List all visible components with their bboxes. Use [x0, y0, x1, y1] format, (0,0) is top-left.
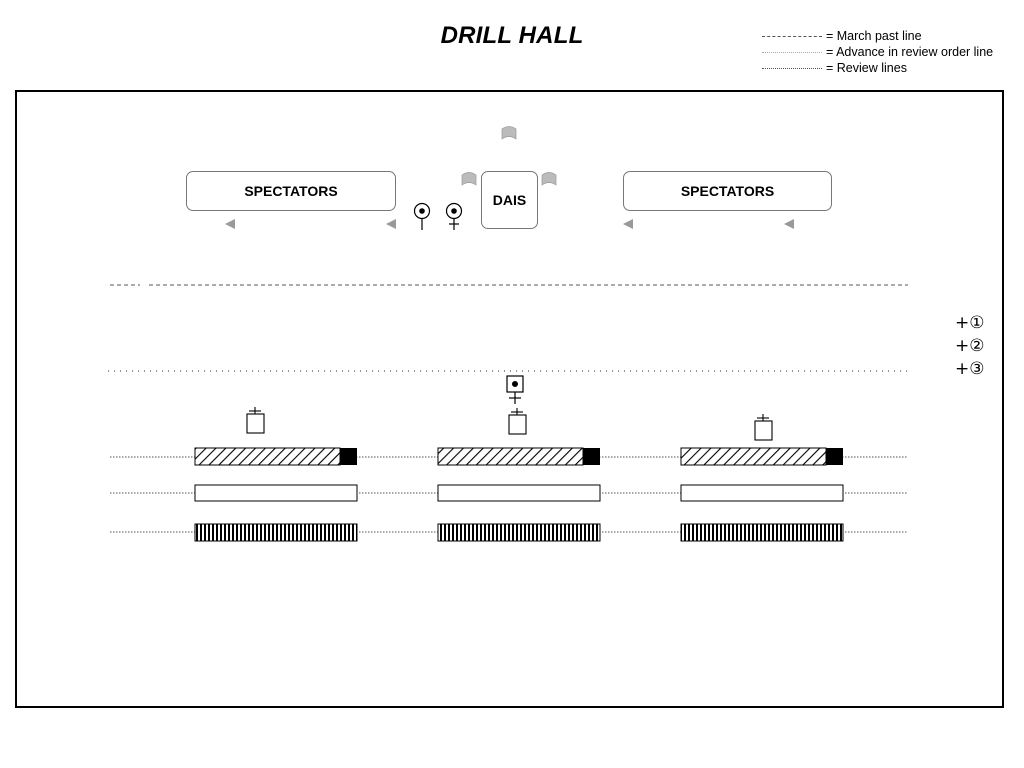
- legend-review: = Review lines: [762, 60, 993, 76]
- legend: = March past line = Advance in review or…: [762, 28, 993, 76]
- contingent-commander-icon: [246, 407, 265, 434]
- middle-rank-right: [680, 484, 844, 502]
- position-marker-3: +③: [955, 359, 984, 379]
- advance-line-sample: [762, 51, 822, 53]
- drill-hall-floor: [15, 90, 1004, 708]
- contingent-commander-icon: [754, 414, 773, 441]
- spectators-left-area: SPECTATORS: [186, 171, 396, 211]
- arrow-left-icon: [386, 219, 396, 229]
- flag-icon-dais-right: [541, 172, 557, 186]
- legend-review-label: = Review lines: [826, 61, 907, 75]
- dais: DAIS: [481, 171, 538, 229]
- arrow-left-icon: [225, 219, 235, 229]
- flag-icon-dais-left: [461, 172, 477, 186]
- front-rank-left: [194, 447, 357, 466]
- position-marker-2: +②: [955, 336, 984, 356]
- arrow-left-icon: [623, 219, 633, 229]
- rear-rank-centre: [437, 523, 601, 542]
- front-rank-right: [680, 447, 843, 466]
- legend-march-past-label: = March past line: [826, 29, 922, 43]
- rear-rank-left: [194, 523, 358, 542]
- accompanying-officer-icon: [445, 202, 463, 230]
- legend-march-past: = March past line: [762, 28, 993, 44]
- position-marker-1: +①: [955, 313, 984, 333]
- flag-icon-top: [501, 126, 517, 140]
- front-rank-centre: [437, 447, 600, 466]
- drill-hall-title: DRILL HALL: [440, 22, 584, 49]
- arrow-left-icon: [784, 219, 794, 229]
- spectators-right-area: SPECTATORS: [623, 171, 832, 211]
- middle-rank-left: [194, 484, 358, 502]
- contingent-commander-icon: [508, 408, 527, 435]
- review-line-sample: [762, 67, 822, 69]
- middle-rank-centre: [437, 484, 601, 502]
- parade-commander-icon: [506, 375, 524, 404]
- reviewing-officer-icon: [413, 202, 431, 230]
- legend-advance: = Advance in review order line: [762, 44, 993, 60]
- rear-rank-right: [680, 523, 844, 542]
- march-past-line-sample: [762, 35, 822, 37]
- legend-advance-label: = Advance in review order line: [826, 45, 994, 59]
